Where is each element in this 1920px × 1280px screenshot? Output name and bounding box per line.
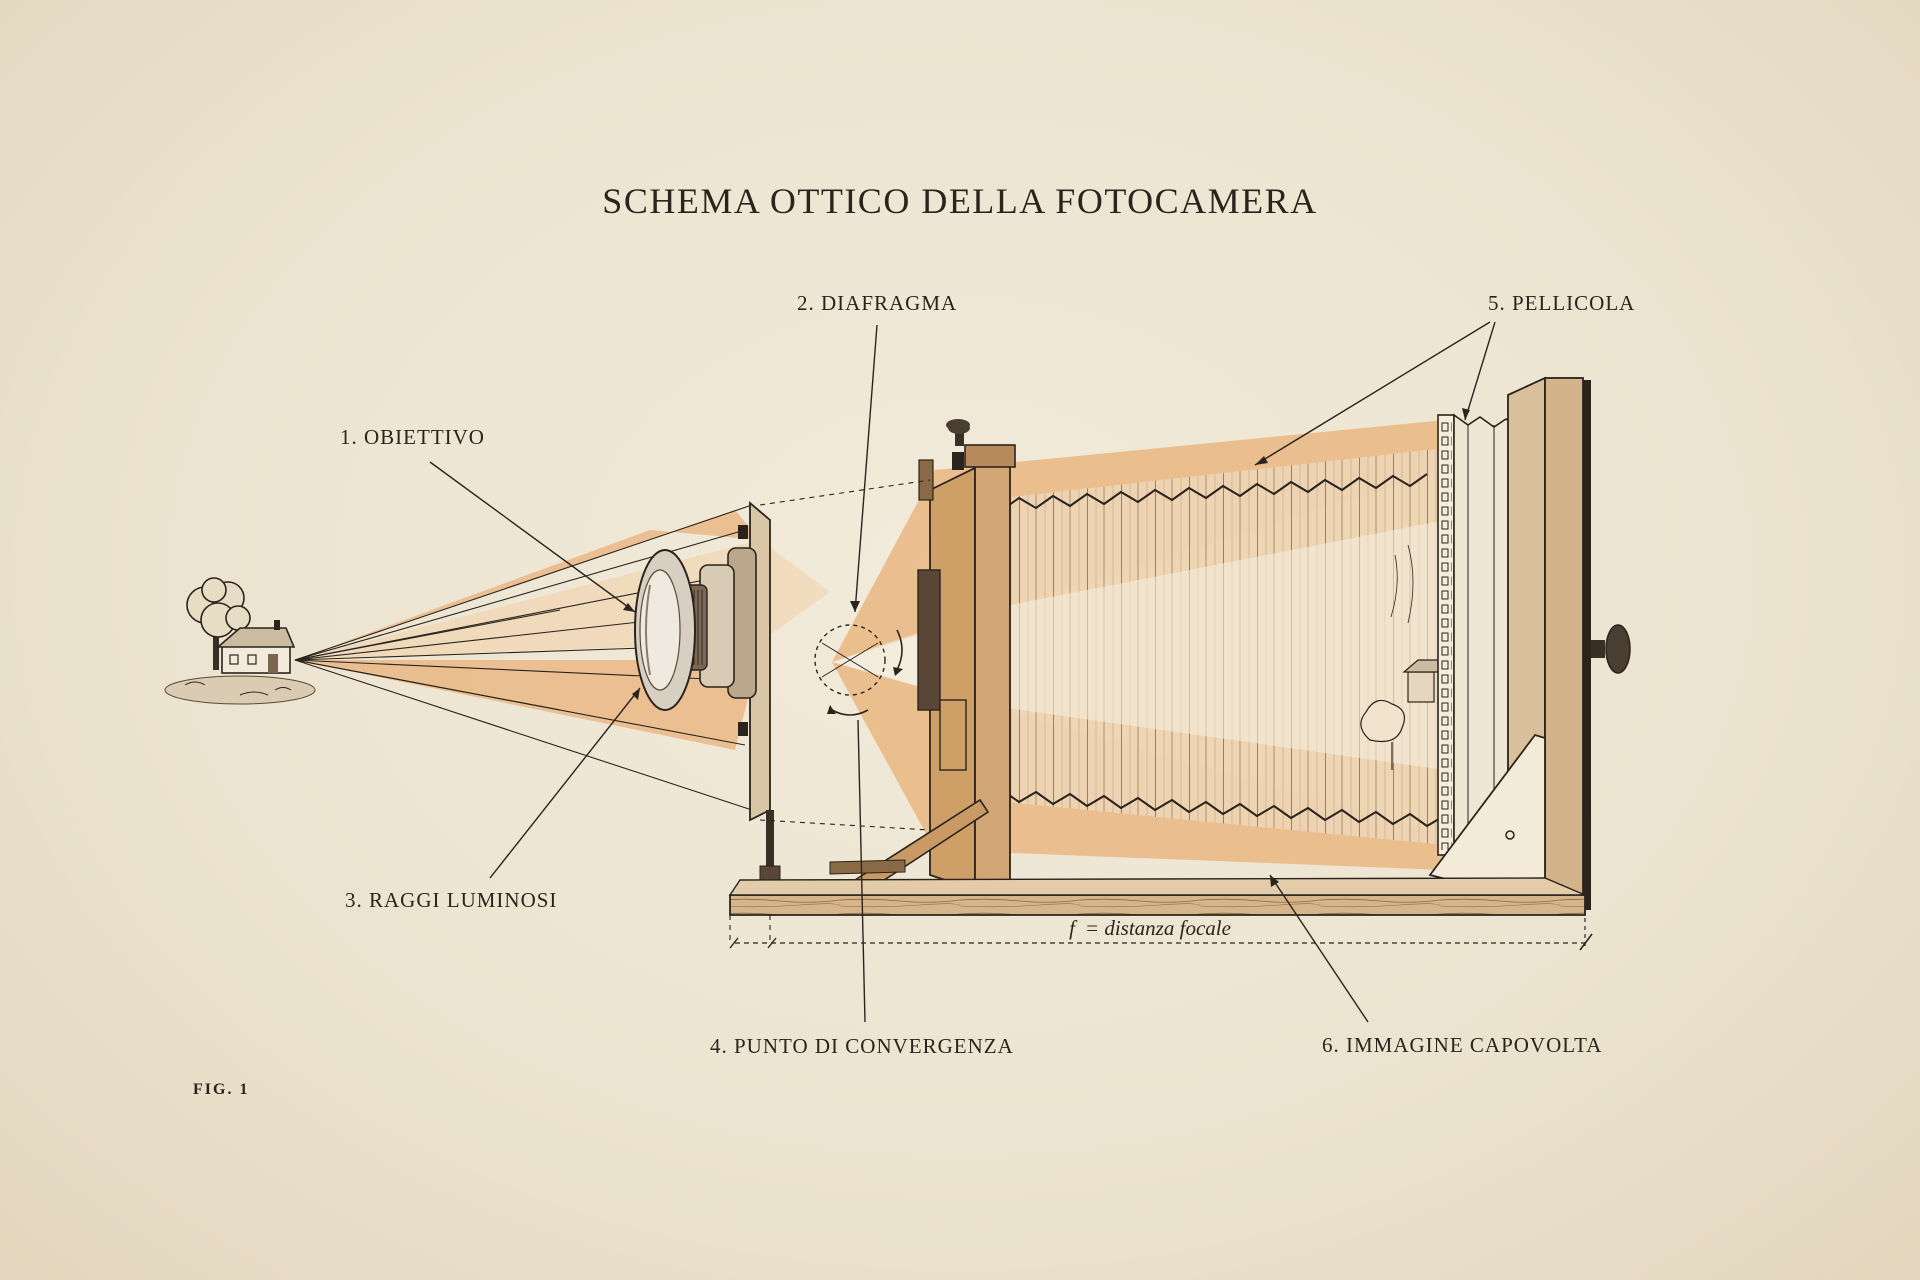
camera-back: [1428, 376, 1631, 914]
focus-knob-icon: [1591, 624, 1631, 674]
construction-lines: [729, 479, 931, 945]
focal-text: = distanza focale: [1085, 916, 1231, 940]
landscape-object: [164, 577, 316, 705]
top-screw-icon: [946, 419, 970, 470]
figure-number: FIG. 1: [193, 1081, 249, 1098]
label-light-rays: 3. RAGGI LUMINOSI: [345, 888, 557, 912]
focal-length-label: f = distanza focale: [1069, 916, 1231, 940]
label-film: 5. PELLICOLA: [1488, 291, 1635, 315]
label-objective: 1. OBIETTIVO: [340, 425, 485, 449]
leader-lines: [429, 321, 1496, 1023]
bellows: [832, 448, 1445, 845]
inverted-image: [1360, 544, 1441, 770]
diaphragm-circle: [814, 624, 903, 716]
diagram-title: SCHEMA OTTICO DELLA FOTOCAMERA: [602, 181, 1317, 221]
label-diaphragm: 2. DIAFRAGMA: [797, 291, 957, 315]
label-inverted-image: 6. IMMAGINE CAPOVOLTA: [1322, 1033, 1602, 1057]
tree-icon: [186, 577, 251, 670]
label-convergence-point: 4. PUNTO DI CONVERGENZA: [710, 1034, 1014, 1058]
film-plane: [1437, 414, 1455, 856]
focal-length-dimension: f = distanza focale: [729, 910, 1593, 951]
house-icon: [215, 620, 296, 674]
baseboard: [728, 859, 1586, 916]
leader-arrowheads: [623, 408, 1470, 887]
focal-symbol: f: [1069, 916, 1078, 940]
lens-assembly: [634, 501, 781, 881]
